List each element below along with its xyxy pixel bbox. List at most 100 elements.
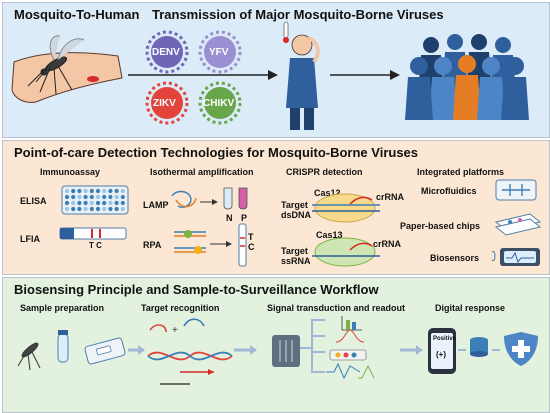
detection-title: Point-of-care Detection Technologies for… (14, 145, 419, 160)
elisa-well (95, 206, 101, 212)
bite-mark (87, 76, 99, 82)
elisa-well (71, 194, 76, 200)
elisa-well (120, 206, 125, 212)
elisa-well (71, 200, 76, 206)
elisa-well (64, 188, 70, 194)
elisa-plate-icon (61, 185, 129, 215)
virus-label-yfv: YFV (209, 47, 229, 58)
platforms-heading: Integrated platforms (417, 167, 505, 177)
elisa-well (71, 206, 76, 212)
mosquito-icon (27, 35, 85, 95)
isothermal-heading: Isothermal amplification (150, 167, 254, 177)
elisa-well (120, 200, 125, 206)
cas13-label: Cas13 (316, 230, 343, 240)
target-ssrna-line2: ssRNA (281, 256, 311, 266)
elisa-well (120, 194, 125, 200)
sick-person-icon (286, 34, 320, 130)
cas12-label: Cas12 (314, 188, 341, 198)
readout-chart-icon (341, 316, 362, 331)
elisa-well (64, 206, 70, 212)
cas13-complex-icon (312, 237, 380, 267)
elisa-well (108, 194, 113, 200)
lamp-tube-icons (223, 187, 248, 210)
thermometer-icon (283, 21, 289, 43)
virus-label-zikv: ZIKV (153, 98, 176, 109)
human-arm (11, 52, 123, 103)
elisa-well (77, 200, 82, 206)
elisa-well (102, 188, 107, 194)
elisa-well (77, 206, 82, 212)
smartphone-icon (428, 328, 456, 374)
elisa-well (114, 188, 119, 194)
step-signal-readout: Signal transduction and readout (267, 303, 406, 313)
binding-arrow-icon (160, 369, 214, 385)
step-sample-preparation: Sample preparation (20, 303, 105, 313)
elisa-well (108, 200, 113, 206)
elisa-well (83, 200, 88, 206)
elisa-well (89, 206, 94, 212)
platform-biosensors: Biosensors (430, 253, 480, 263)
elisa-well (83, 188, 88, 194)
elisa-well (114, 200, 119, 206)
crowd-icon (405, 34, 529, 120)
signal-branch-arrows (300, 319, 325, 373)
rpa-diagram-icon (174, 230, 232, 254)
signal-transducer-icon (272, 335, 300, 367)
paper-chip-icon (494, 213, 542, 236)
lamp-tube-n: N (226, 213, 233, 223)
zikv-virus-icon (145, 81, 189, 125)
elisa-well (64, 194, 70, 200)
crispr-crrna-label-2: crRNA (373, 239, 402, 249)
rpa-label: RPA (143, 240, 162, 250)
elisa-well (77, 188, 82, 194)
lamp-label: LAMP (143, 200, 169, 210)
phone-positive-sign: (+) (436, 350, 446, 359)
dna-helix-icon (147, 351, 233, 361)
phone-positive-label: Positive (433, 336, 457, 342)
database-icon (470, 337, 488, 357)
test-cartridge-icon (84, 337, 126, 365)
elisa-well (102, 194, 107, 200)
elisa-well (95, 188, 101, 194)
lamp-tube-p: P (241, 213, 248, 223)
health-shield-icon (504, 332, 538, 366)
cas12-complex-icon (312, 193, 380, 223)
readout-microplate-icon (329, 349, 367, 361)
denv-virus-icon (145, 30, 189, 74)
elisa-well (114, 206, 119, 212)
elisa-well (108, 206, 113, 212)
elisa-well (71, 188, 76, 194)
biosensor-device-icon (491, 248, 540, 266)
elisa-well (77, 194, 82, 200)
microfluidic-chip-icon (495, 179, 537, 201)
elisa-well (89, 194, 94, 200)
readout-peak-icon (335, 329, 365, 343)
elisa-well (114, 194, 119, 200)
elisa-well (102, 206, 107, 212)
lamp-diagram-icon (171, 190, 218, 208)
sample-tube-icon (57, 330, 69, 363)
immunoassay-heading: Immunoassay (40, 167, 101, 177)
target-dsdna-line1: Target (281, 200, 308, 210)
chikv-virus-icon (198, 81, 242, 125)
virus-label-chikv: CHIKV (203, 98, 235, 109)
rpa-mark-c: C (248, 242, 255, 252)
elisa-well (89, 200, 94, 206)
mosquito-sample-icon (17, 342, 41, 371)
crispr-heading: CRISPR detection (286, 167, 363, 177)
elisa-well (108, 188, 113, 194)
platform-microfluidics: Microfluidics (421, 186, 477, 196)
crispr-crrna-label-1: crRNA (376, 192, 405, 202)
lfia-strip-icon (59, 227, 127, 240)
elisa-well (89, 188, 94, 194)
target-ssrna-line1: Target (281, 246, 308, 256)
transmission-title-right: Transmission of Major Mosquito-Borne Vir… (152, 7, 444, 22)
elisa-well (64, 200, 70, 206)
platform-paper-chips: Paper-based chips (400, 221, 481, 231)
step-target-recognition: Target recognition (141, 303, 220, 313)
elisa-well (83, 194, 88, 200)
